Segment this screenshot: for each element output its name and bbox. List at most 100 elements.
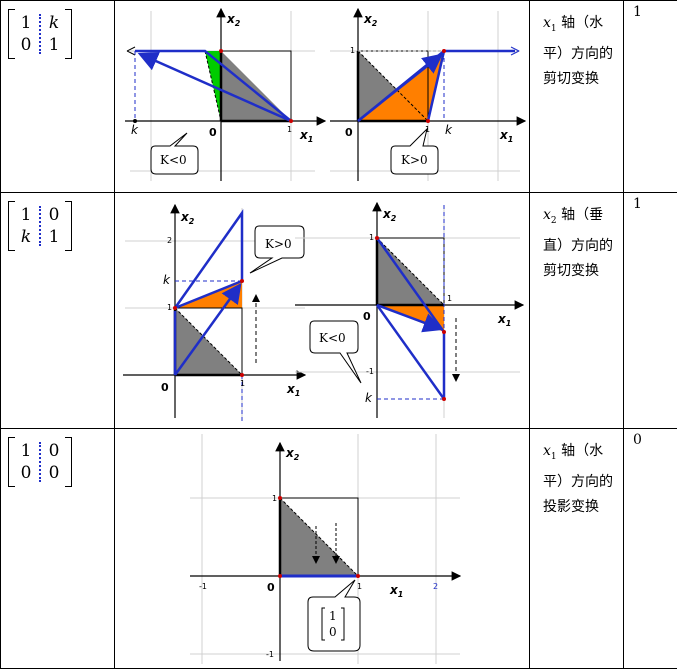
matrix-cell: 1 0 0 0 xyxy=(1,429,115,669)
shear-x-figure: x2 x1 0 1 k K<0 xyxy=(115,1,530,188)
tick-label: 1 xyxy=(167,303,172,312)
tick-label: 1 xyxy=(272,494,277,503)
tick-label: 1 xyxy=(287,125,292,134)
axis-label-x1: x1 xyxy=(497,312,511,328)
matrix-column-2: k 1 xyxy=(43,9,65,59)
right-panel: x2 x1 0 1 1 -1 k K<0 xyxy=(295,203,523,418)
callout-vector-top: 1 xyxy=(329,609,337,623)
matrix-entry: 1 xyxy=(47,34,61,56)
tick-label: 1 xyxy=(240,379,245,388)
matrix-entry: 0 xyxy=(47,204,61,226)
matrix: 1 0 0 0 xyxy=(8,437,72,487)
left-panel: x2 x1 0 1 1 2 k K>0 xyxy=(123,205,305,421)
origin-label: 0 xyxy=(267,581,275,594)
flag-cell: 0 xyxy=(624,429,677,669)
matrix: 1 0 k 1 xyxy=(8,9,72,59)
projection-figure: x2 x1 0 -1 1 2 1 -1 1 0 xyxy=(115,429,530,664)
table-row: 1 0 0 0 xyxy=(1,429,677,669)
description-cell: x1 轴（水 平）方向的 投影变换 xyxy=(530,429,624,669)
flag-value: 1 xyxy=(633,196,642,212)
description: x2 轴（垂 直）方向的 剪切变换 xyxy=(543,203,613,284)
description: x1 轴（水 平）方向的 剪切变换 xyxy=(543,11,613,92)
k-label: k xyxy=(365,391,373,405)
flag-value: 0 xyxy=(633,432,642,448)
matrix-entry: 0 xyxy=(19,462,33,484)
axis-label-x1: x1 xyxy=(389,583,403,599)
k-label: k xyxy=(163,273,171,287)
figure-cell: x2 x1 0 1 k K<0 xyxy=(115,1,530,193)
description: x1 轴（水 平）方向的 投影变换 xyxy=(543,439,613,520)
flag-cell: 1 xyxy=(624,1,677,193)
tick-label: 2 xyxy=(433,582,438,591)
axis-label-x2: x2 xyxy=(226,12,241,28)
matrix-entry: 1 xyxy=(19,440,33,462)
origin-label: 0 xyxy=(363,310,371,323)
matrix-divider xyxy=(39,206,41,246)
right-bracket xyxy=(65,437,72,487)
axis-label-x1: x1 xyxy=(499,128,513,144)
matrix-column-1: 1 0 xyxy=(15,9,37,59)
figure-cell: x2 x1 0 -1 1 2 1 -1 1 0 xyxy=(115,429,530,669)
origin-label: 0 xyxy=(209,126,217,139)
gray-triangle xyxy=(221,51,291,121)
tick-label: -1 xyxy=(266,650,274,659)
axis-label-x2: x2 xyxy=(180,210,195,226)
matrix-entry: 0 xyxy=(47,440,61,462)
tick-label: -1 xyxy=(366,367,374,376)
matrix-entry: 0 xyxy=(19,34,33,56)
matrix-divider xyxy=(39,14,41,54)
callout-bubble xyxy=(391,129,438,174)
origin-label: 0 xyxy=(345,126,353,139)
tick-label: -1 xyxy=(199,582,207,591)
callout-text: K>0 xyxy=(401,153,428,167)
left-panel: x2 x1 0 1 k K<0 xyxy=(125,9,325,181)
matrix-entry: k xyxy=(19,226,33,248)
axis-label-x2: x2 xyxy=(363,12,378,28)
matrix-divider xyxy=(39,442,41,482)
tick-label: 1 xyxy=(369,233,374,242)
axis-label-x1: x1 xyxy=(299,128,313,144)
page: 1 0 k 1 xyxy=(0,0,677,653)
matrix-column-1: 1 k xyxy=(15,201,37,251)
tick-label: 1 xyxy=(447,294,452,303)
tick-label: 2 xyxy=(167,236,172,245)
k-label: k xyxy=(445,123,453,137)
callout-vector-bottom: 0 xyxy=(329,625,337,639)
left-bracket xyxy=(8,9,15,59)
callout-text: K<0 xyxy=(319,331,346,345)
matrix-entry: k xyxy=(47,12,61,34)
matrix-cell: 1 0 k 1 xyxy=(1,1,115,193)
matrix-cell: 1 k 0 1 xyxy=(1,193,115,429)
right-panel: x2 x1 0 1 1 k K>0 xyxy=(330,9,525,181)
axis-label-x2: x2 xyxy=(285,446,300,462)
shear-y-figure: x2 x1 0 1 1 2 k K>0 xyxy=(115,193,530,424)
matrix-entry: 0 xyxy=(47,462,61,484)
callout-text: K<0 xyxy=(160,153,187,167)
matrix-column-2: 0 0 xyxy=(43,437,65,487)
right-bracket xyxy=(65,201,72,251)
flag-cell: 1 xyxy=(624,193,677,429)
matrix-entry: 1 xyxy=(47,226,61,248)
description-cell: x2 轴（垂 直）方向的 剪切变换 xyxy=(530,193,624,429)
callout-text: K>0 xyxy=(265,237,292,251)
right-bracket xyxy=(65,9,72,59)
description-cell: x1 轴（水 平）方向的 剪切变换 xyxy=(530,1,624,193)
figure-cell: x2 x1 0 1 1 2 k K>0 xyxy=(115,193,530,429)
matrix-column-2: 0 1 xyxy=(43,201,65,251)
projection-panel: x2 x1 0 -1 1 2 1 -1 1 0 xyxy=(190,434,460,664)
tick-label: 1 xyxy=(357,582,362,591)
matrix-entry: 1 xyxy=(19,12,33,34)
axis-label-x2: x2 xyxy=(382,207,397,223)
axis-label-x1: x1 xyxy=(286,382,300,398)
origin-label: 0 xyxy=(161,381,169,394)
left-bracket xyxy=(8,201,15,251)
flag-value: 1 xyxy=(633,4,642,20)
left-bracket xyxy=(8,437,15,487)
matrix-column-1: 1 0 xyxy=(15,437,37,487)
table-row: 1 0 k 1 xyxy=(1,1,677,193)
table-row: 1 k 0 1 xyxy=(1,193,677,429)
k-label: k xyxy=(131,123,139,137)
tick-label: 1 xyxy=(350,46,355,55)
matrix-entry: 1 xyxy=(19,204,33,226)
